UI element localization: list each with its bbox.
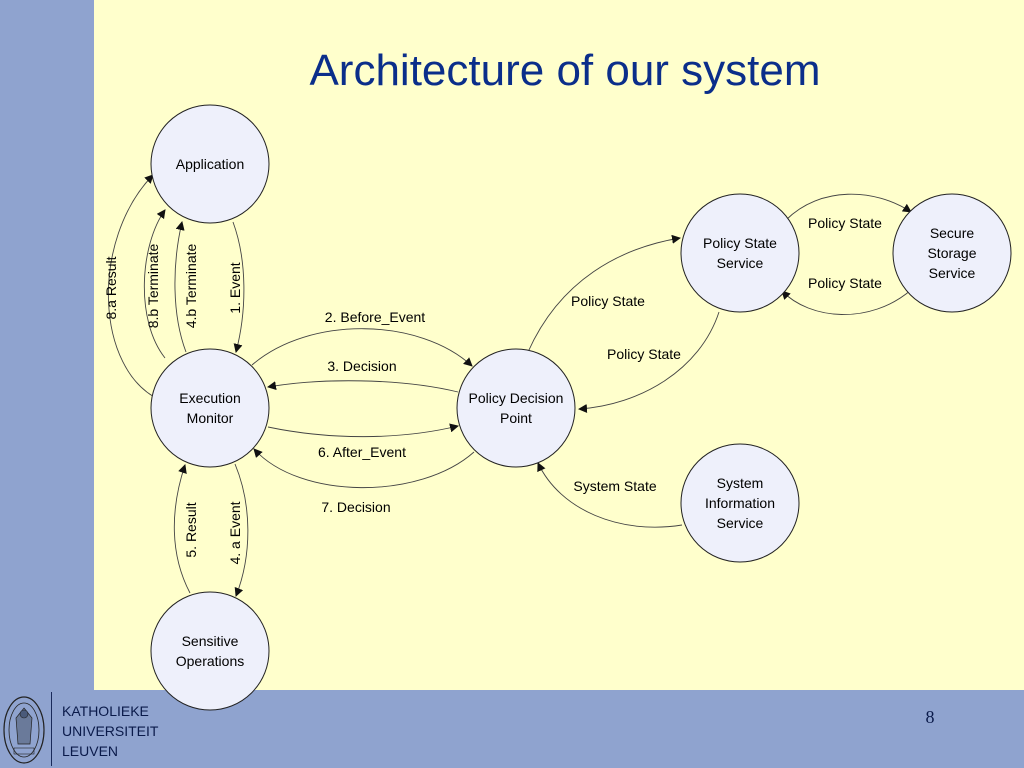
edge-policy-state-pdp-to-pss [527, 234, 681, 353]
edge-system-state [537, 462, 683, 528]
label-policy-state-sss-to-pss: Policy State [808, 275, 882, 291]
label-5-result: 5. Result [183, 502, 199, 557]
footer-divider [51, 692, 52, 766]
university-name-line3: LEUVEN [62, 743, 119, 759]
label-6-after-event: 6. After_Event [318, 444, 406, 460]
label-3-decision: 3. Decision [327, 358, 396, 374]
node-system-information-service: System Information Service [680, 443, 800, 563]
footer-band [0, 690, 1024, 768]
label-1-event: 1. Event [227, 262, 243, 313]
label-system-state: System State [573, 478, 656, 494]
label-policy-state-pss-to-sss: Policy State [808, 215, 882, 231]
page-number: 8 [925, 707, 935, 727]
system-info-label-line3: Service [717, 515, 764, 531]
node-sensitive-operations: Sensitive Operations [150, 591, 270, 711]
node-policy-decision-point: Policy Decision Point [456, 348, 576, 468]
left-sidebar-band [0, 0, 94, 690]
edge-policy-state-pss-to-pdp [578, 311, 720, 413]
edge-1-event [232, 221, 245, 353]
edge-8b-terminate [143, 209, 166, 359]
pdp-label-line2: Point [500, 410, 532, 426]
university-name-line1: KATHOLIEKE [62, 703, 149, 719]
secure-storage-label-line3: Service [929, 265, 976, 281]
university-name-line2: UNIVERSITEIT [62, 723, 159, 739]
label-8a-result: 8.a Result [103, 256, 119, 319]
label-4a-event: 4. a Event [227, 501, 243, 564]
application-label: Application [176, 156, 245, 172]
label-8b-terminate: 8.b Terminate [145, 244, 161, 329]
execution-monitor-label-line2: Monitor [187, 410, 234, 426]
edge-8a-result [108, 174, 161, 401]
secure-storage-label-line1: Secure [930, 225, 975, 241]
policy-state-service-label-line1: Policy State [703, 235, 777, 251]
edges [108, 174, 912, 597]
label-2-before-event: 2. Before_Event [325, 309, 426, 325]
sensitive-operations-label-line1: Sensitive [182, 633, 239, 649]
pdp-label-line1: Policy Decision [469, 390, 564, 406]
edge-5-result [173, 464, 191, 594]
edge-3-decision [267, 380, 459, 393]
secure-storage-label-line2: Storage [927, 245, 976, 261]
edge-labels: 8.a Result 8.b Terminate 4.b Terminate 1… [103, 215, 882, 565]
node-secure-storage-service: Secure Storage Service [892, 193, 1012, 313]
label-policy-state-pss-to-pdp: Policy State [607, 346, 681, 362]
node-application: Application [150, 104, 270, 224]
edge-4a-event [234, 463, 249, 597]
university-seal-icon [3, 696, 45, 764]
execution-monitor-label-line1: Execution [179, 390, 240, 406]
policy-state-service-label-line2: Service [717, 255, 764, 271]
node-execution-monitor: Execution Monitor [150, 348, 270, 468]
edge-2-before-event [251, 328, 473, 367]
edge-policy-state-sss-to-pss [781, 289, 912, 315]
node-policy-state-service: Policy State Service [680, 193, 800, 313]
edge-7-decision [253, 448, 475, 489]
slide-title: Architecture of our system [309, 46, 821, 95]
edge-6-after-event [267, 423, 459, 438]
edge-policy-state-pss-to-sss [785, 193, 912, 221]
edge-4b-terminate [174, 221, 187, 353]
sensitive-operations-label-line2: Operations [176, 653, 244, 669]
label-policy-state-pdp-to-pss: Policy State [571, 293, 645, 309]
system-info-label-line2: Information [705, 495, 775, 511]
system-info-label-line1: System [717, 475, 764, 491]
label-7-decision: 7. Decision [321, 499, 390, 515]
label-4b-terminate: 4.b Terminate [183, 244, 199, 329]
